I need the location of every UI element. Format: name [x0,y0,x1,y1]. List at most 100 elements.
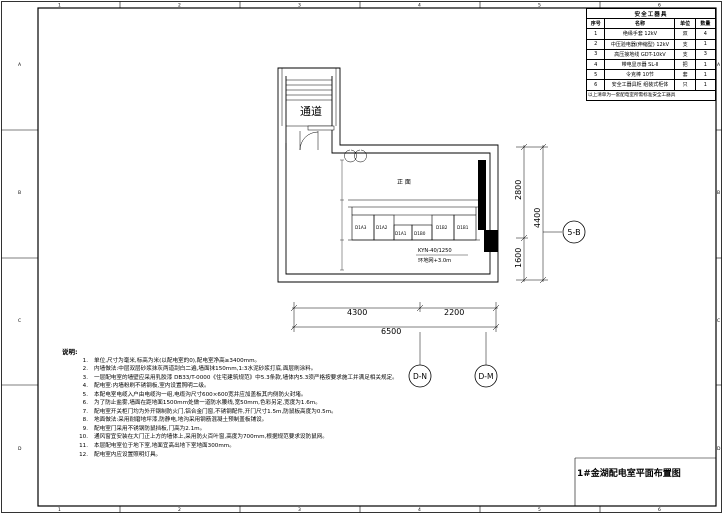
dimension-lines-vertical [516,143,548,284]
cabinet-label: D1A3 [355,225,367,230]
note-text: 本层配电室位于地下室,地面宜高出地下室地面300mm。 [94,443,235,450]
cell-unit: 支 [674,38,696,50]
col-marker: 4 [418,3,421,9]
cell-unit: 把 [674,58,696,71]
axis-label-5b: 5-B [567,228,580,237]
table-header-row: 序号 名称 单位 数量 [585,18,717,30]
cabinet-label: D1B1 [457,225,469,230]
note-number: 6. [82,400,88,407]
table-caption: 安全工器具 [586,7,716,20]
note-line: 9.配电室门采用不锈钢防鼠挡板,门高为2.1m。 [62,425,582,434]
cell-qty: 1 [694,79,717,91]
cell-name: 中压验电器(伸缩型) 12kV [604,38,676,50]
cell-unit: 支 [674,48,696,60]
note-line: 12.配电室内应设置照明灯具。 [62,451,582,460]
cabinet-label: D1A2 [376,225,388,230]
note-line: 11.本层配电室位于地下室,地面宜高出地下室地面300mm。 [62,442,582,451]
note-text: 通风窗宜安装在大门正上方的墙体上,采用防火百叶窗,高度为700mm,根据规范要求… [94,434,328,441]
note-number: 4. [82,383,88,390]
row-marker: A [717,62,721,68]
design-notes: 说明: 1.单位,尺寸为毫米,标高为米(以配电室的0),配电室净高≥3400mm… [62,348,582,459]
cell-no: 6 [585,79,606,91]
door-symbol [344,149,367,163]
table-footer: 以上清单为一套配电室所需标准安全工器具 [586,89,716,101]
cable-tray-lower [484,230,498,252]
note-text: 配电室门采用不锈钢防鼠挡板,门高为2.1m。 [94,425,206,432]
cell-qty: 3 [694,48,717,60]
note-text: 配电室:内墙粉刷不锈钢板,室内设置照明二级。 [94,383,210,390]
cell-no: 4 [585,58,606,71]
dim-2200: 2200 [444,308,464,317]
col-marker: 1 [58,507,61,513]
axis-label-dm: D-M [479,372,494,381]
room-walls [277,67,499,283]
cell-no: 5 [585,69,606,81]
note-line: 4. 配电室:内墙粉刷不锈钢板,室内设置照明二级。 [62,382,582,391]
note-line: 10. 通风窗宜安装在大门正上方的墙体上,采用防火百叶窗,高度为700mm,根据规… [62,433,582,442]
table-footer-row: 以上清单为一套配电室所需标准安全工器具 [586,89,716,101]
cell-unit: 双 [674,28,696,40]
inner-frame [37,7,717,507]
ground-note: 环地网+3.0m [418,256,451,264]
passage-label: 通道 [300,104,322,118]
note-number: 8. [82,417,88,424]
col-marker: 3 [298,3,301,9]
cell-name: 令克棒 10节 [604,69,676,81]
passage-stair [281,68,337,151]
note-text: 地面做法:采用耐磨地坪漆,防静电,地沟采用钢筋混凝土预制盖板铺设。 [94,417,268,424]
drawing-title: 1#金湖配电室平面布置图 [577,469,681,479]
cell-name: 绝缘手套 12kV [604,28,676,40]
col-marker: 2 [178,3,181,9]
axis-bubble-5b [562,220,586,244]
cell-unit: 只 [674,79,696,91]
note-line: 8. 地面做法:采用耐磨地坪漆,防静电,地沟采用钢筋混凝土预制盖板铺设。 [62,416,582,425]
note-line: 3.一层配电室的墙壁应采用乳胶漆 DB33/T-0000《住宅建筑规范》中5.3… [62,374,582,383]
col-header-name: 名称 [604,18,676,30]
cell-unit: 套 [674,69,696,81]
cabinet-label: D1B2 [436,225,448,230]
note-number: 2. [82,366,88,373]
cell-name: 安全工器具柜 组装式柜体 [604,79,676,91]
table-caption-row: 安全工器具 [586,7,716,20]
row-marker: B [717,190,720,196]
col-marker: 5 [538,3,541,9]
note-text: 为了防止盐雾,墙面在距地面1500mm处做一道防水腰线,宽50mm,色彩另定,宽… [94,400,321,407]
cell-qty: 1 [694,38,717,50]
note-text: 本配电室电缆入户由电缆沟一组,电缆沟尺寸600×600宽并应加盖板其内侧防火封堵… [94,391,307,398]
col-marker: 6 [658,3,661,9]
cell-qty: 4 [694,28,717,40]
row-marker: A [18,62,22,68]
dim-1600: 1600 [514,248,523,268]
dim-4300: 4300 [347,308,367,317]
note-text: 单位,尺寸为毫米,标高为米(以配电室的0),配电室净高≥3400mm。 [94,357,261,364]
col-header-qty: 数量 [694,18,717,30]
cabinet-label: D1B0 [414,231,426,236]
note-number: 7. [82,408,88,415]
note-line: 6. 为了防止盐雾,墙面在距地面1500mm处做一道防水腰线,宽50mm,色彩另定… [62,399,582,408]
cell-qty: 1 [694,69,717,81]
note-number: 10. [79,434,88,441]
note-number: 3. [82,374,88,381]
cabinet-row [348,199,480,241]
axis-label-dn: D-N [413,372,427,381]
col-marker: 4 [418,507,421,513]
dimension-lines-horizontal [290,302,500,332]
note-line: 1. 单位,尺寸为毫米,标高为米(以配电室的0),配电室净高≥3400mm。 [62,357,582,366]
note-text: 配电室开关柜门均为外开钢制防火门,铝合金门窗,不锈钢配件,开门尺寸1.5m,防鼠… [94,408,337,415]
cell-qty: 1 [694,58,717,71]
cell-no: 1 [585,28,606,40]
col-header-no: 序号 [585,18,606,30]
note-number: 1. [82,357,88,364]
col-header-unit: 单位 [674,18,696,30]
note-text: 配电室内应设置照明灯具。 [94,451,162,458]
axis-bubble-dn [408,364,432,388]
cabinet-label: D1A1 [395,231,407,236]
